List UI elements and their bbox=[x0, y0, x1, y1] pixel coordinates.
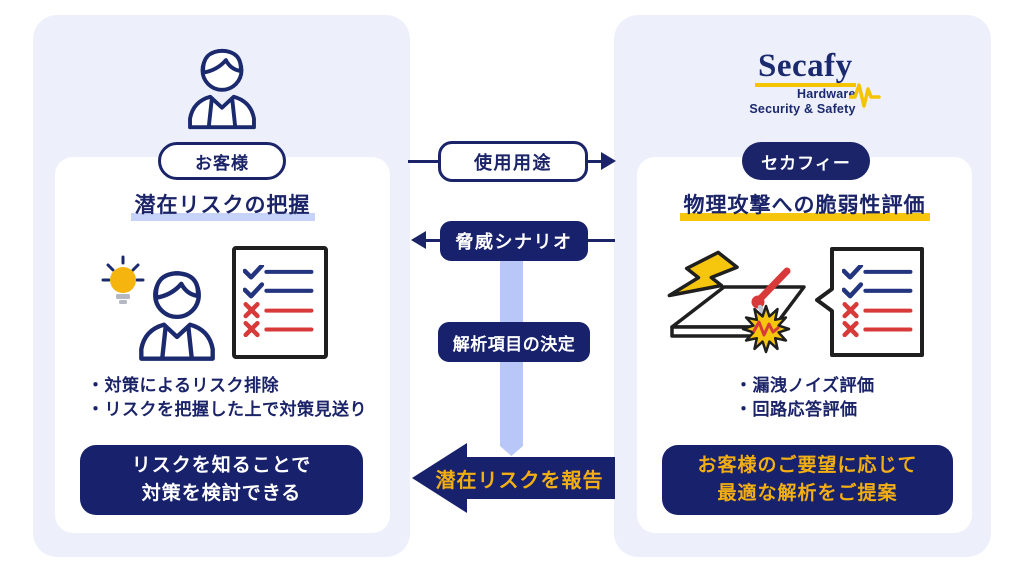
left-illustration bbox=[101, 246, 328, 363]
right-heading-text: 物理攻撃への脆弱性評価 bbox=[679, 194, 930, 221]
lightbulb-icon bbox=[101, 255, 145, 304]
flow-decide-pill: 解析項目の決定 bbox=[438, 322, 590, 362]
flow-usage-line bbox=[586, 160, 603, 163]
bullet-item: ・リスクを把握した上で対策見送り bbox=[87, 400, 367, 419]
flow-usage-label: 使用用途 bbox=[474, 152, 552, 173]
left-result-box: リスクを知ることで 対策を検討できる bbox=[80, 445, 363, 515]
secafy-label: セカフィー bbox=[761, 153, 851, 173]
flow-threat-line bbox=[425, 239, 442, 242]
secafy-label-pill: セカフィー bbox=[742, 142, 870, 180]
secafy-logo: Secafy Hardware Security & Safety bbox=[614, 50, 991, 118]
logo-subtitle-1: Hardware bbox=[797, 87, 856, 101]
right-result-box: お客様のご要望に応じて 最適な解析をご提案 bbox=[662, 445, 953, 515]
right-heading: 物理攻撃への脆弱性評価 bbox=[637, 189, 972, 221]
left-bullet-list: ・対策によるリスク排除 ・リスクを把握した上で対策見送り bbox=[87, 374, 367, 422]
flow-usage-line bbox=[408, 160, 440, 163]
checklist-bubble-icon bbox=[815, 247, 924, 357]
logo-subtitle-2: Security & Safety bbox=[749, 102, 856, 116]
flow-threat-pill: 脅威シナリオ bbox=[440, 221, 588, 261]
bullet-item: ・対策によるリスク排除 bbox=[87, 376, 279, 395]
bullet-item: ・漏洩ノイズ評価 bbox=[735, 376, 875, 395]
flow-usage-arrowhead-icon bbox=[601, 152, 616, 170]
pulse-zigzag-icon bbox=[848, 83, 881, 108]
flow-decide-label: 解析項目の決定 bbox=[452, 334, 576, 354]
customer-label: お客様 bbox=[195, 153, 249, 173]
customer-label-pill: お客様 bbox=[158, 142, 286, 180]
flow-threat-line bbox=[586, 239, 615, 242]
probe-icon bbox=[751, 267, 791, 323]
right-bullet-list: ・漏洩ノイズ評価 ・回路応答評価 bbox=[735, 374, 875, 422]
flow-report-label: 潜在リスクを報告 bbox=[435, 469, 604, 492]
lightning-bolt-icon bbox=[667, 250, 739, 298]
logo-wordmark: Secafy bbox=[754, 50, 856, 87]
person-icon bbox=[183, 46, 261, 132]
right-illustration bbox=[667, 247, 924, 357]
left-heading: 潜在リスクの把握 bbox=[55, 189, 390, 221]
bullet-item: ・回路応答評価 bbox=[735, 400, 858, 419]
left-heading-text: 潜在リスクの把握 bbox=[130, 194, 315, 221]
person-icon bbox=[141, 273, 212, 358]
noise-burst-icon bbox=[741, 304, 791, 354]
flow-threat-arrowhead-icon bbox=[411, 231, 426, 249]
flow-usage-pill: 使用用途 bbox=[438, 141, 588, 182]
flow-threat-label: 脅威シナリオ bbox=[455, 232, 573, 252]
checklist-icon bbox=[232, 246, 328, 359]
flow-report-arrow bbox=[412, 443, 615, 513]
